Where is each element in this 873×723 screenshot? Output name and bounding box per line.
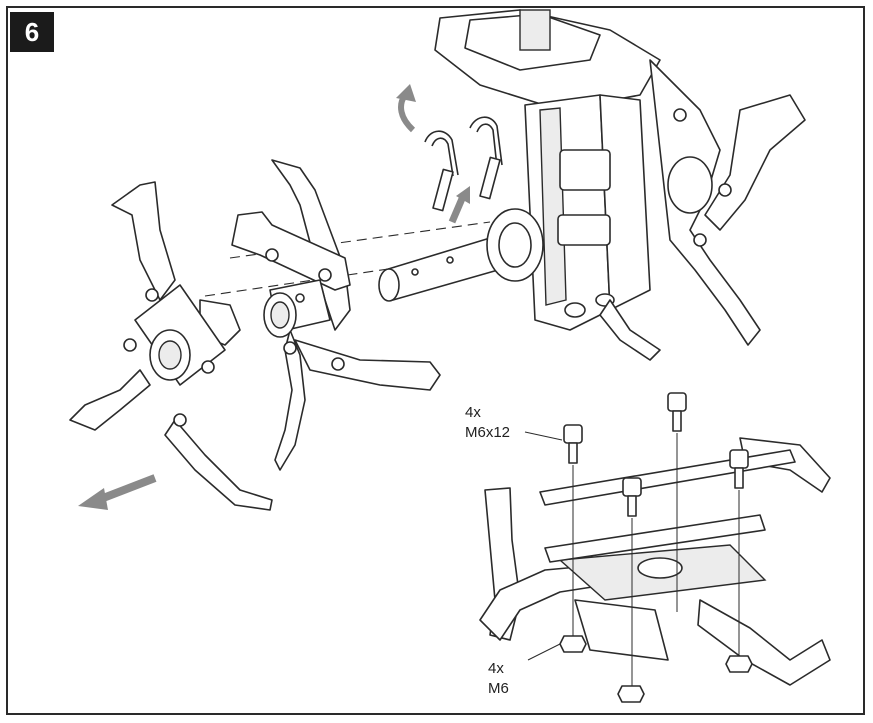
retaining-clips [424,116,503,212]
nut-icons [559,635,753,703]
step-number-badge: 6 [10,12,54,52]
bolt-spec-label: M6x12 [465,424,511,441]
bolt-quantity-label: 4x [465,404,481,421]
right-tine-assembly [599,59,806,361]
nut-quantity-label: 4x [488,660,504,677]
bolt-icons [563,392,749,517]
blade-mounting-detail [479,392,831,703]
outer-tine-assembly [69,181,273,511]
diagram-frame [6,6,865,715]
pull-arrow-icon [78,474,157,510]
nut-spec-label: M6 [488,680,509,697]
push-arrow-icon [448,186,470,224]
tiller-shaft [378,208,544,302]
rotate-arrow-icon [396,84,416,133]
gearbox-housing [434,9,661,331]
middle-tine-assembly [231,159,441,471]
alignment-lines [204,221,491,297]
